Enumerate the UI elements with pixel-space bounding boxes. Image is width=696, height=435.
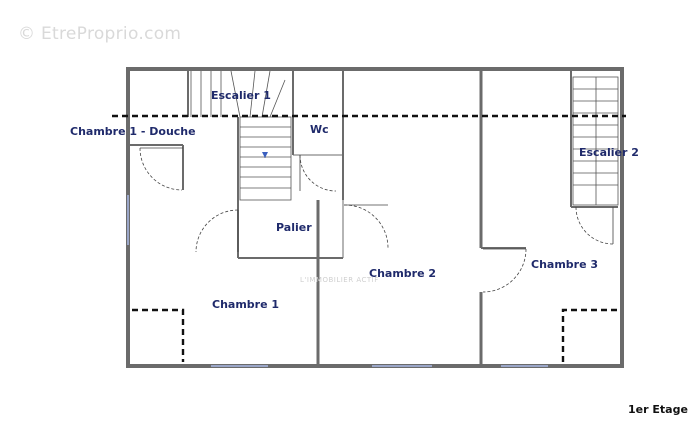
room-label-escalier-1: Escalier 1 (211, 89, 271, 102)
floor-label: 1er Etage (628, 403, 688, 416)
room-label-chambre-2: Chambre 2 (369, 267, 437, 280)
agency-watermark: L'IMMOBILIER ACTIF (300, 276, 379, 284)
stair-arrow-icon (262, 152, 268, 158)
door-swings (139, 147, 614, 293)
staircase-2 (572, 76, 619, 206)
room-label-wc: Wc (310, 123, 329, 136)
room-label-chambre-1: Chambre 1 (212, 298, 280, 311)
room-label-palier: Palier (276, 221, 312, 234)
room-label-chambre-1-douche: Chambre 1 - Douche (70, 125, 196, 138)
windows (127, 195, 548, 367)
watermark-text: © EtreProprio.com (18, 24, 182, 44)
room-label-escalier-2: Escalier 2 (579, 146, 639, 159)
ceiling-limit-lines (112, 114, 626, 362)
room-label-chambre-3: Chambre 3 (531, 258, 599, 271)
outer-wall (126, 67, 624, 368)
door-leaves (140, 147, 614, 252)
